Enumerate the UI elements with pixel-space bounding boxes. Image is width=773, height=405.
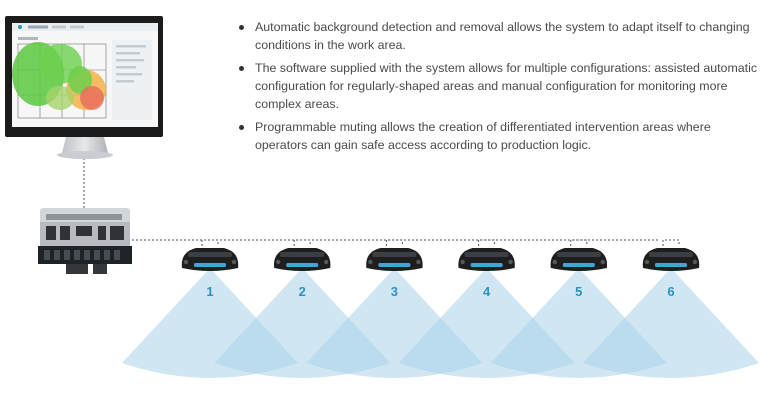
coverage-fan-6 [583,268,759,378]
cabling [83,158,680,246]
radar-sensor-icon [550,248,608,271]
radar-sensor-icon [273,248,331,271]
feature-item-configurations: The software supplied with the system al… [238,59,758,113]
heatmap-screen [12,23,158,120]
sensor-label-5: 5 [575,284,582,299]
feature-item-background-detection: Automatic background detection and remov… [238,18,758,54]
coverage-fans [122,268,759,378]
feature-list: Automatic background detection and remov… [238,18,758,159]
sensor-label-6: 6 [667,284,674,299]
sensor-array: 1 2 3 4 5 6 [181,248,700,299]
sensor-label-2: 2 [299,284,306,299]
radar-sensor-icon [458,248,515,271]
radar-sensor-icon [642,248,700,271]
sensor-label-4: 4 [483,284,491,299]
radar-sensor-icon [181,248,239,271]
radar-sensor-icon [366,248,423,271]
computer-monitor-icon [5,16,163,159]
feature-item-programmable-muting: Programmable muting allows the creation … [238,118,758,154]
sensor-label-1: 1 [206,284,213,299]
control-unit-icon [38,208,132,274]
sensor-label-3: 3 [391,284,398,299]
